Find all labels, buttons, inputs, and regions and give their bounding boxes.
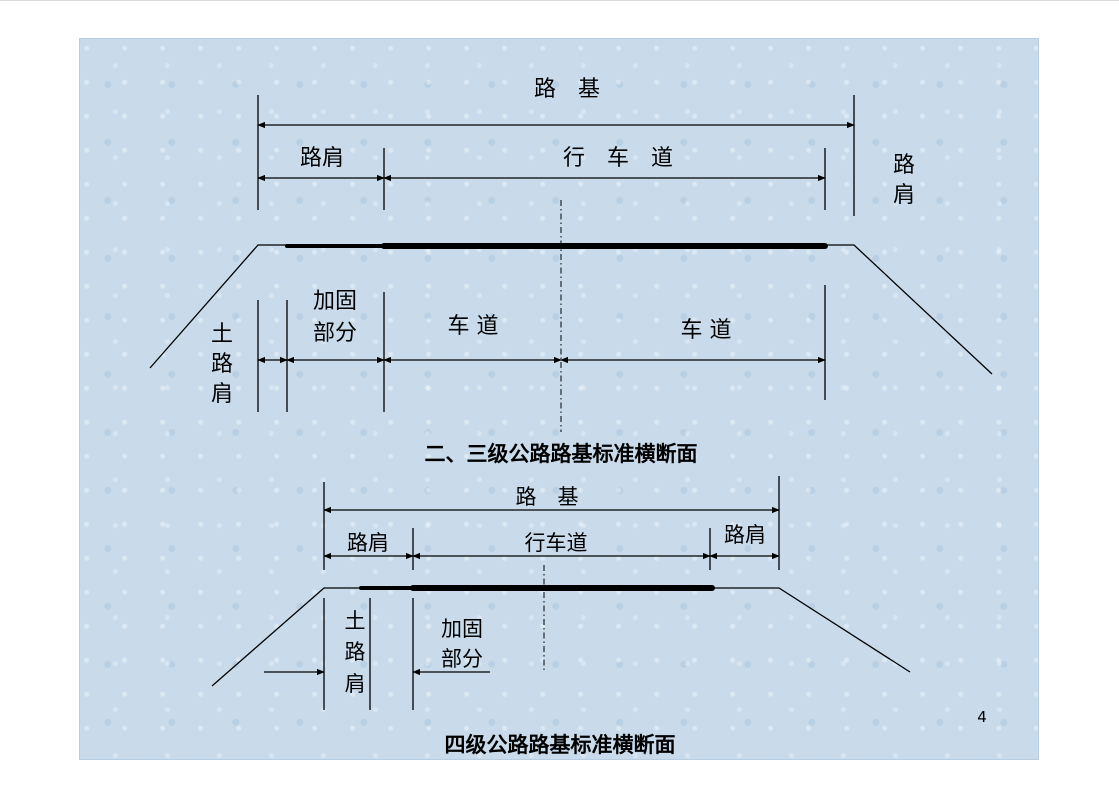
label-carriageway: 行 车 道: [563, 146, 673, 171]
label2-soil-1: 土: [345, 609, 366, 633]
label-shoulder-right-bottom: 肩: [893, 183, 915, 208]
slide: [79, 38, 1039, 760]
label2-carriageway: 行车道: [525, 531, 588, 555]
label2-soil-3: 肩: [345, 672, 366, 696]
label2-soil-2: 路: [345, 640, 366, 664]
label2-reinforced-top: 加固: [441, 617, 483, 641]
label-soil-2: 路: [211, 352, 233, 377]
road-profile-2: [211, 587, 911, 687]
caption-diagram-2: 四级公路路基标准横断面: [445, 733, 676, 757]
label2-shoulder-left: 路肩: [347, 531, 389, 555]
label2-reinforced-bottom: 部分: [441, 647, 483, 671]
caption-diagram-1: 二、三级公路路基标准横断面: [425, 442, 698, 466]
label-shoulder-left: 路肩: [300, 146, 344, 171]
label-shoulder-right-top: 路: [893, 153, 915, 178]
label-soil-3: 肩: [211, 382, 233, 407]
road-profile: [149, 244, 993, 375]
label-soil-1: 土: [211, 322, 233, 347]
diagram-2: 路 基 路肩 行车道 路肩 土 路 肩 加固 部分 四级公路路基标准横断面: [211, 476, 911, 757]
label-lane-left: 车 道: [448, 314, 499, 339]
label-subgrade: 路 基: [534, 77, 600, 102]
top-border: [0, 0, 1119, 1]
label-reinforced-bottom: 部分: [313, 321, 357, 346]
page-number: 4: [977, 708, 987, 726]
diagram-1: 路 基 路肩 行 车 道 路 肩 土 路 肩 加固 部分 车 道 车 道 二、三…: [149, 77, 993, 466]
label2-shoulder-right: 路肩: [724, 523, 766, 547]
label2-subgrade: 路 基: [516, 485, 579, 509]
label-reinforced-top: 加固: [313, 289, 357, 314]
label-lane-right: 车 道: [681, 318, 732, 343]
